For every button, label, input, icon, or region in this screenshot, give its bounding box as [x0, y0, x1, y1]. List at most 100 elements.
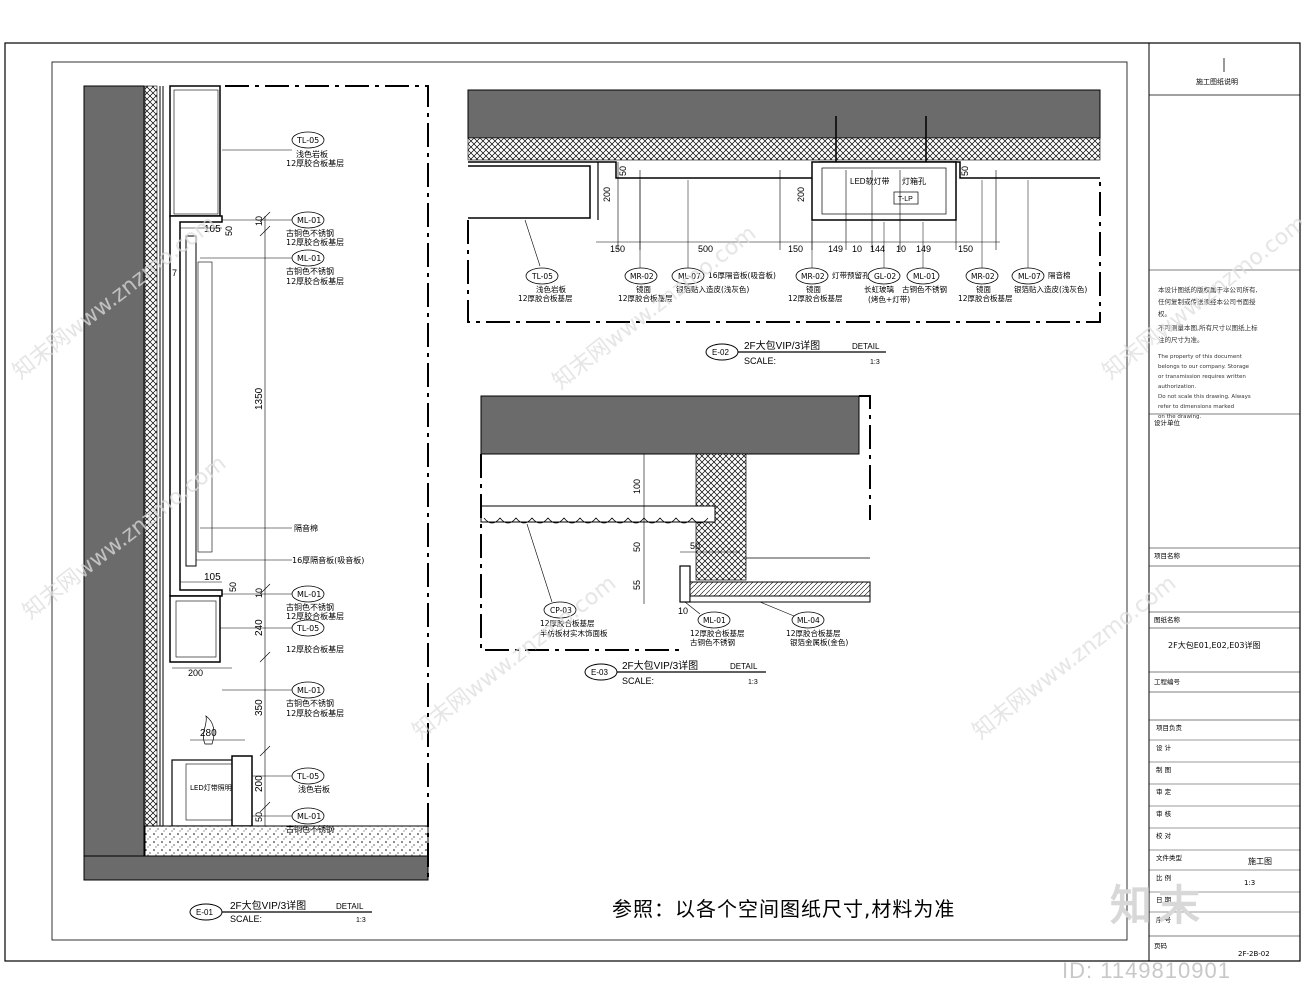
svg-text:SCALE:: SCALE:	[744, 356, 776, 366]
lower-panel-inner	[175, 600, 217, 658]
svg-text:2F大包VIP/3详图: 2F大包VIP/3详图	[230, 899, 306, 912]
callouts-e03: CP-03 12厚胶合板基层 半仿板材实木饰面板 ML-01 12厚胶合板基层 …	[526, 523, 848, 647]
watermark-text: 知末网www.znzmo.com	[548, 221, 761, 395]
image-id: ID: 1149810901	[1062, 958, 1231, 983]
svg-text:TL-05: TL-05	[296, 136, 319, 145]
svg-text:12厚胶合板基层: 12厚胶合板基层	[788, 293, 843, 303]
svg-text:12厚胶合板基层: 12厚胶合板基层	[286, 237, 344, 247]
tb-row-approve: 审 定	[1156, 787, 1172, 796]
svg-text:SCALE:: SCALE:	[622, 676, 654, 686]
callout-mr02-3: MR-02 镜面 12厚胶合板基层	[958, 267, 1013, 303]
tb-project-label: 项目名称	[1154, 551, 1181, 560]
svg-text:16厚隔音板(吸音板): 16厚隔音板(吸音板)	[708, 270, 776, 280]
tb-drawing-label: 图纸名称	[1154, 615, 1181, 624]
callout-ml01-4: ML-01 古铜色不锈钢 12厚胶合板基层	[222, 681, 344, 718]
led-soft-label: LED软灯带	[850, 176, 890, 186]
slab-fill	[467, 89, 1101, 139]
svg-text:古铜色不锈钢: 古铜色不锈钢	[902, 284, 947, 294]
dim-200a: 200	[188, 668, 203, 678]
tb-row-review: 审 核	[1156, 809, 1172, 818]
light-box-inner	[821, 167, 947, 215]
callout-ml01: ML-01 古铜色不锈钢	[902, 267, 947, 294]
svg-text:12厚胶合板基层: 12厚胶合板基层	[286, 611, 344, 621]
inner-border	[51, 61, 1128, 941]
dim-10b: 10	[896, 244, 906, 254]
svg-text:浅色岩板: 浅色岩板	[298, 784, 330, 794]
callout-tl05-3: TL-05 浅色岩板	[252, 767, 330, 794]
sheet-border	[4, 42, 1301, 962]
title-block: 施工图纸说明 本设计图纸的版权属于本公司所有, 任何复制或传送须经本公司书面授 …	[1149, 58, 1300, 958]
dim-50b: 50	[960, 166, 970, 176]
svg-text:半仿板材实木饰面板: 半仿板材实木饰面板	[540, 628, 608, 638]
svg-text:12厚胶合板基层: 12厚胶合板基层	[958, 293, 1013, 303]
callout-ml04: ML-04 12厚胶合板基层 银箔金属板(金色)	[759, 601, 848, 647]
callout-ml01-2: ML-01 古铜色不锈钢 12厚胶合板基层	[200, 249, 344, 286]
dim-149a: 149	[828, 244, 843, 254]
dim-144: 144	[870, 244, 885, 254]
callout-ml01: ML-01 12厚胶合板基层 古铜色不锈钢	[684, 601, 745, 647]
fabric-scallops	[483, 517, 709, 524]
svg-text:2F大包VIP/3详图: 2F大包VIP/3详图	[744, 339, 820, 352]
svg-text:ML-01: ML-01	[913, 272, 936, 281]
svg-text:1:3: 1:3	[356, 917, 366, 924]
dim-105a: 105	[204, 224, 221, 235]
dimension-chain: 100 50 50 55 10	[632, 454, 740, 616]
svg-text:CP-03: CP-03	[550, 606, 572, 615]
svg-text:Do not scale this drawing. Alw: Do not scale this drawing. Always	[1158, 394, 1251, 400]
flame-sketch	[202, 715, 215, 745]
svg-text:银箔金属板(金色): 银箔金属板(金色)	[790, 637, 848, 647]
svg-text:镜面: 镜面	[806, 284, 821, 294]
tb-serial-label: 序 号	[1156, 915, 1172, 924]
detail-e02: T-LP LED软灯带 灯箱孔 200 50 150 500 150 200 1…	[467, 89, 1101, 366]
svg-text:ML-01: ML-01	[297, 254, 321, 263]
light-box	[811, 161, 957, 221]
callout-ml07-1: ML-07 银箔贴入造皮(浅灰色)	[671, 267, 749, 294]
svg-text:ML-07: ML-07	[1018, 272, 1041, 281]
dim-200b: 200	[254, 775, 265, 792]
callout-acoustic: 16厚隔音板(吸音板)	[708, 270, 776, 280]
svg-text:12厚胶合板基层: 12厚胶合板基层	[786, 628, 841, 638]
svg-text:古铜色不锈钢: 古铜色不锈钢	[286, 228, 334, 238]
detail-e01: 1350 105 50 10 7 105 50 10 240 200 350 2…	[83, 85, 429, 924]
dim-50a: 50	[224, 226, 234, 236]
tb-row-lead: 项目负责	[1156, 723, 1183, 732]
tb-scale-value: 1:3	[1244, 879, 1255, 887]
svg-text:ML-01: ML-01	[297, 812, 321, 821]
callout-ml01-3: ML-01 古铜色不锈钢 12厚胶合板基层	[222, 585, 344, 621]
tb-notes: 本设计图纸的版权属于本公司所有, 任何复制或传送须经本公司书面授 权。 不可测量…	[1157, 285, 1258, 420]
callout-tl05: TL-05 浅色岩板 12厚胶合板基层	[518, 219, 573, 303]
svg-text:on the drawing.: on the drawing.	[1158, 414, 1201, 420]
svg-text:12厚胶合板基层: 12厚胶合板基层	[518, 293, 573, 303]
svg-text:长虹玻璃: 长虹玻璃	[864, 284, 894, 294]
title-tag-e01: E-01 2F大包VIP/3详图 DETAIL SCALE: 1:3	[189, 899, 372, 924]
callout-gl02: GL-02 长虹玻璃 (烤色+灯带)	[864, 267, 910, 304]
svg-text:镜面: 镜面	[636, 284, 651, 294]
svg-text:ML-07: ML-07	[678, 272, 701, 281]
svg-text:authorization.: authorization.	[1158, 384, 1196, 390]
section-break-line	[225, 85, 429, 880]
tb-file-type-value: 施工图	[1248, 856, 1272, 866]
svg-text:E-03: E-03	[591, 668, 608, 677]
svg-text:镜面: 镜面	[976, 284, 991, 294]
svg-text:DETAIL: DETAIL	[336, 902, 364, 911]
svg-text:12厚胶合板基层: 12厚胶合板基层	[286, 708, 344, 718]
tb-row-draft: 制 图	[1156, 765, 1171, 774]
callout-acoustic-board: 16厚隔音板(吸音板)	[196, 555, 364, 565]
svg-text:不可测量本图,所有尺寸以图纸上标: 不可测量本图,所有尺寸以图纸上标	[1158, 323, 1258, 332]
callout-ml01-5: ML-01 古铜色不锈钢	[252, 807, 334, 834]
left-soffit	[468, 165, 591, 219]
dim-50v: 50	[632, 542, 642, 552]
dim-10a: 10	[852, 244, 862, 254]
svg-text:DETAIL: DETAIL	[852, 342, 880, 351]
tag-lp: T-LP	[898, 196, 913, 203]
svg-text:MR-02: MR-02	[801, 272, 825, 281]
slab-fill	[480, 395, 860, 455]
title-tag-e03: E-03 2F大包VIP/3详图 DETAIL SCALE: 1:3	[584, 659, 766, 686]
dim-50a: 50	[618, 166, 628, 176]
bottom-panel-plate	[689, 595, 871, 603]
skirting	[231, 755, 253, 827]
svg-text:12厚胶合板基层: 12厚胶合板基层	[286, 644, 344, 654]
dim-150b: 150	[788, 244, 803, 254]
dimension-chain: 1350 105 50 10 7 105 50 10 240 200 350 2…	[172, 211, 271, 826]
